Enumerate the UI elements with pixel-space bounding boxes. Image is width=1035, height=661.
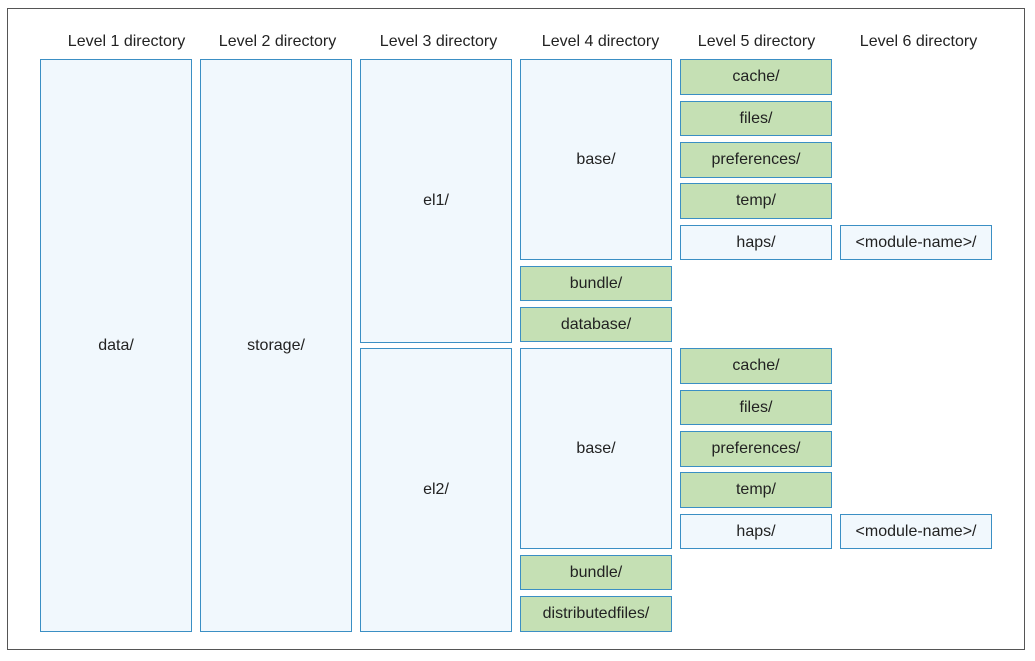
dir-el2-preferences: preferences/ bbox=[680, 431, 832, 467]
dir-el1-haps: haps/ bbox=[680, 225, 832, 260]
dir-el1-database: database/ bbox=[520, 307, 672, 342]
dir-el2-bundle: bundle/ bbox=[520, 555, 672, 590]
dir-el1-temp: temp/ bbox=[680, 183, 832, 219]
header-level-3: Level 3 directory bbox=[379, 33, 498, 50]
header-level-6: Level 6 directory bbox=[859, 33, 978, 50]
dir-el2: el2/ bbox=[360, 348, 512, 632]
dir-data: data/ bbox=[40, 59, 192, 632]
dir-el1-base: base/ bbox=[520, 59, 672, 260]
dir-el1-module-name: <module-name>/ bbox=[840, 225, 992, 260]
header-level-2: Level 2 directory bbox=[218, 33, 337, 50]
dir-el1-preferences: preferences/ bbox=[680, 142, 832, 178]
dir-storage: storage/ bbox=[200, 59, 352, 632]
dir-el2-haps: haps/ bbox=[680, 514, 832, 549]
dir-el1-files: files/ bbox=[680, 101, 832, 136]
dir-el2-module-name: <module-name>/ bbox=[840, 514, 992, 549]
header-level-4: Level 4 directory bbox=[541, 33, 660, 50]
dir-el2-base: base/ bbox=[520, 348, 672, 549]
header-level-1: Level 1 directory bbox=[67, 33, 186, 50]
dir-el2-files: files/ bbox=[680, 390, 832, 425]
dir-el2-distributedfiles: distributedfiles/ bbox=[520, 596, 672, 632]
dir-el2-cache: cache/ bbox=[680, 348, 832, 384]
header-level-5: Level 5 directory bbox=[697, 33, 816, 50]
dir-el2-temp: temp/ bbox=[680, 472, 832, 508]
diagram-frame bbox=[7, 8, 1025, 650]
dir-el1: el1/ bbox=[360, 59, 512, 343]
dir-el1-cache: cache/ bbox=[680, 59, 832, 95]
dir-el1-bundle: bundle/ bbox=[520, 266, 672, 301]
